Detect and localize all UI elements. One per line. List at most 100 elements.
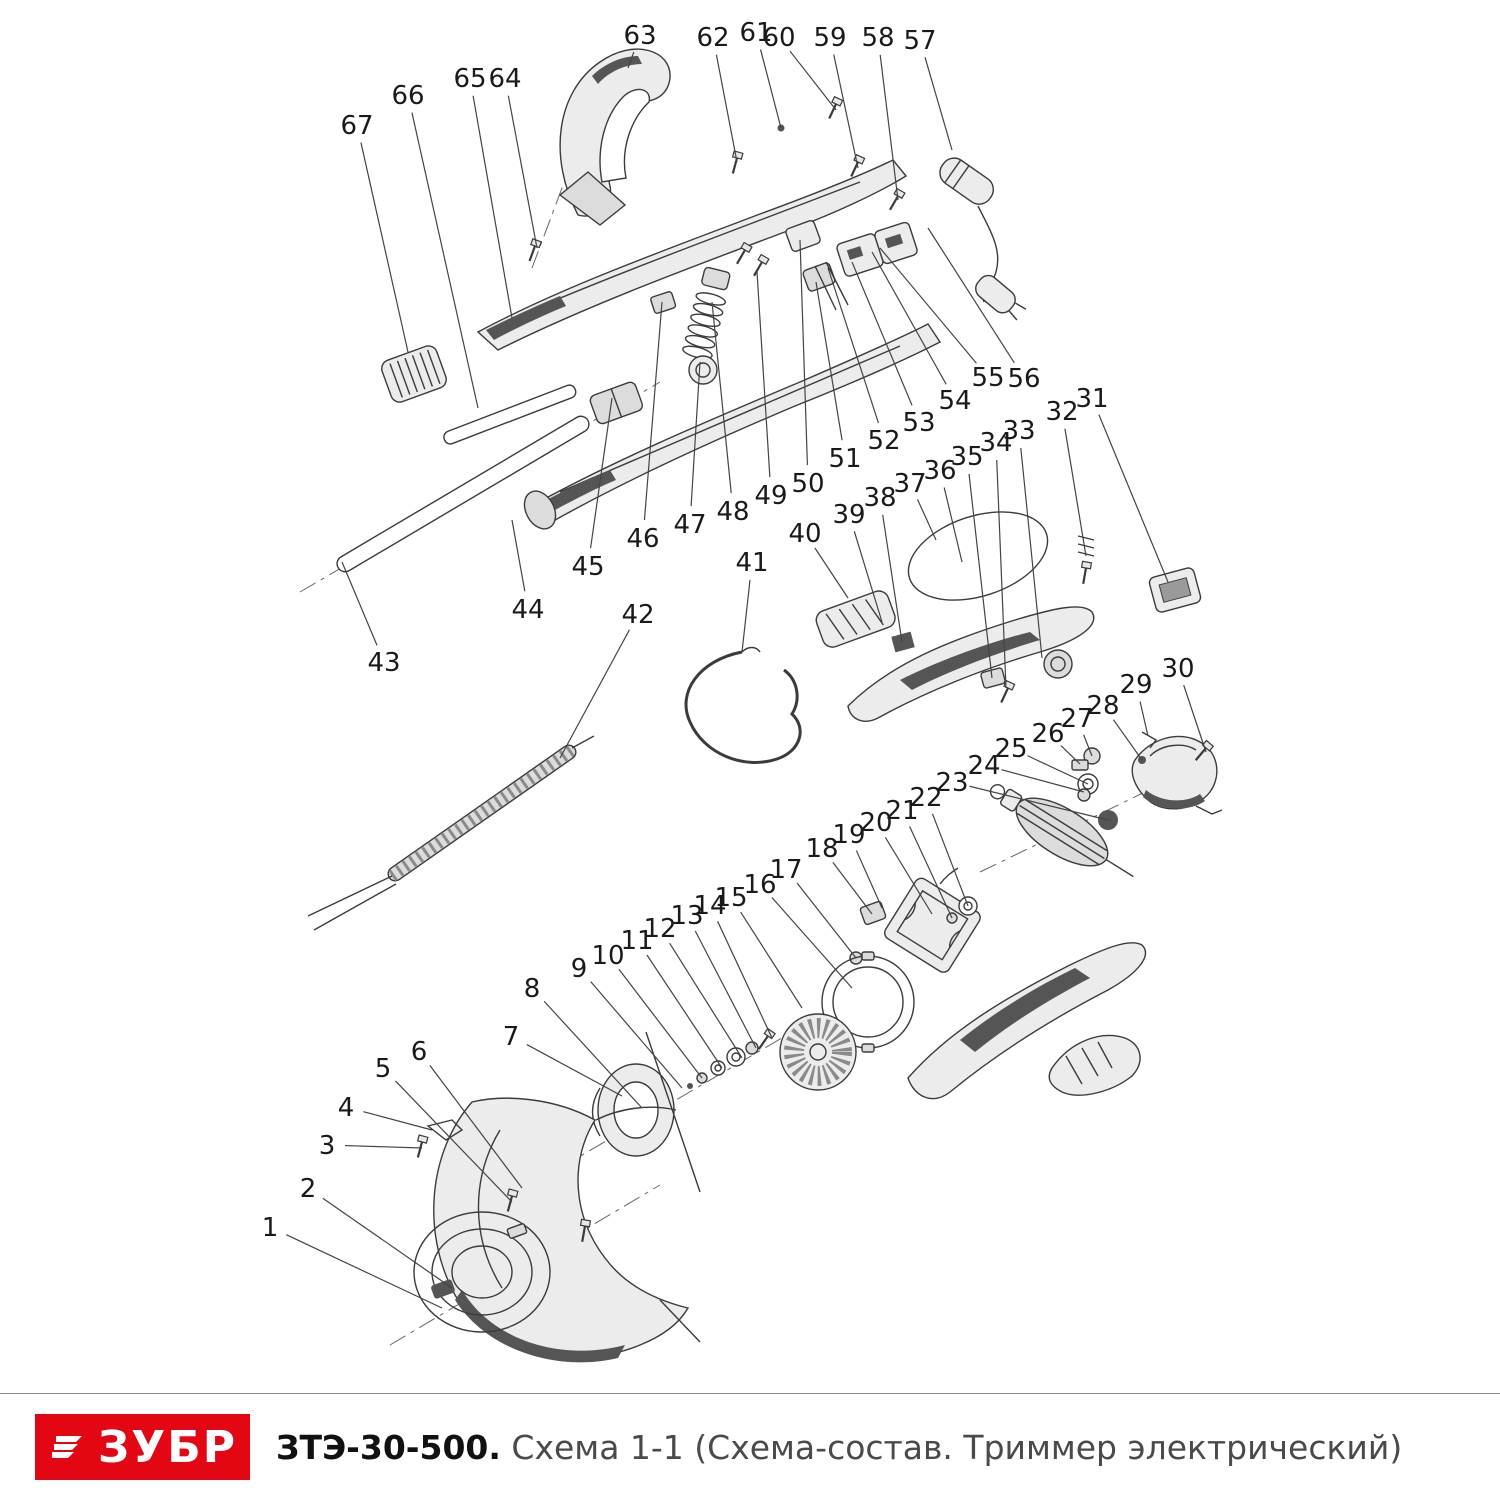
leader-line-57 [924, 57, 953, 151]
leader-line-50 [799, 239, 809, 466]
leader-line-39 [853, 531, 883, 623]
leader-line-41 [741, 579, 751, 653]
cable-loop [907, 511, 1049, 601]
callout-9: 9 [571, 954, 588, 984]
small-washers [687, 1027, 777, 1089]
callout-15: 15 [714, 883, 747, 913]
callout-58: 58 [861, 23, 894, 53]
fan-assembly [779, 951, 915, 1091]
shaft-tubes [336, 381, 644, 573]
callout-62: 62 [696, 23, 729, 53]
callout-53: 53 [902, 408, 935, 438]
leader-line-62 [715, 54, 738, 163]
leader-line-38 [882, 514, 903, 643]
leader-line-16 [771, 897, 853, 989]
deflector-cover [815, 590, 896, 648]
leader-line-42 [559, 629, 630, 759]
leader-line-64 [507, 95, 538, 249]
callout-32: 32 [1045, 397, 1078, 427]
leader-line-3 [344, 1144, 423, 1149]
leader-line-56 [927, 227, 1015, 364]
leader-line-26 [1060, 745, 1081, 765]
leader-line-47 [690, 361, 701, 507]
callout-31: 31 [1075, 384, 1108, 414]
callout-13: 13 [670, 901, 703, 931]
callout-11: 11 [620, 926, 653, 956]
callout-34: 34 [979, 428, 1012, 458]
leader-line-46 [643, 301, 663, 521]
callout-64: 64 [488, 64, 521, 94]
leader-line-4 [363, 1111, 433, 1131]
leader-line-48 [711, 301, 732, 494]
callout-30: 30 [1161, 654, 1194, 684]
callout-55: 55 [971, 363, 1004, 393]
leader-line-5 [395, 1080, 513, 1203]
power-cord-plug [939, 157, 1027, 321]
callout-49: 49 [754, 481, 787, 511]
leader-line-22 [931, 813, 969, 907]
callout-43: 43 [367, 648, 400, 678]
callout-35: 35 [950, 442, 983, 472]
flexible-drive-shaft [307, 735, 595, 931]
callout-12: 12 [643, 914, 676, 944]
diagram-caption: ЗТЭ-30-500. Схема 1-1 (Схема-состав. Три… [276, 1428, 1402, 1467]
callout-23: 23 [935, 768, 968, 798]
callout-51: 51 [828, 444, 861, 474]
callout-45: 45 [571, 552, 604, 582]
callout-56: 56 [1007, 364, 1040, 394]
callout-26: 26 [1031, 719, 1064, 749]
callout-20: 20 [859, 808, 892, 838]
leader-line-32 [1064, 428, 1087, 557]
leader-line-8 [543, 1000, 643, 1109]
callout-47: 47 [673, 510, 706, 540]
callout-10: 10 [591, 941, 624, 971]
leader-line-35 [968, 473, 993, 679]
motor-housing-lower [907, 942, 1147, 1100]
leader-line-13 [694, 930, 757, 1049]
callout-4: 4 [338, 1093, 355, 1123]
leader-line-19 [855, 850, 883, 909]
leader-line-28 [1112, 719, 1143, 761]
callout-25: 25 [994, 734, 1027, 764]
callout-37: 37 [893, 469, 926, 499]
leader-line-53 [851, 261, 913, 406]
callout-38: 38 [863, 483, 896, 513]
leader-line-49 [756, 271, 771, 478]
callout-19: 19 [832, 820, 865, 850]
leader-line-20 [884, 837, 933, 915]
model-number: ЗТЭ-30-500. [276, 1427, 501, 1467]
leader-line-24 [1001, 769, 1085, 793]
callout-29: 29 [1119, 670, 1152, 700]
adjustment-knob [381, 345, 447, 403]
leader-line-6 [429, 1065, 523, 1189]
loop-guard-wire [684, 646, 802, 764]
leader-line-12 [669, 942, 743, 1059]
armature [989, 784, 1134, 878]
callout-17: 17 [769, 855, 802, 885]
bottom-fasteners [412, 1119, 592, 1244]
callout-41: 41 [735, 548, 768, 578]
leader-line-51 [815, 281, 843, 441]
callout-42: 42 [621, 600, 654, 630]
switch-block [1077, 535, 1202, 613]
callout-8: 8 [524, 974, 541, 1004]
leader-line-55 [879, 247, 977, 364]
bearing-cup [591, 1031, 701, 1193]
zubr-logo: ЗУБР [35, 1414, 250, 1480]
callout-65: 65 [453, 64, 486, 94]
callout-1: 1 [262, 1213, 279, 1243]
leader-line-11 [646, 954, 723, 1069]
caption-text: Схема 1-1 (Схема-состав. Триммер электри… [511, 1427, 1403, 1467]
leader-line-65 [472, 95, 513, 319]
callout-46: 46 [626, 524, 659, 554]
leader-line-21 [909, 826, 953, 919]
callout-60: 60 [762, 23, 795, 53]
leader-line-33 [1020, 447, 1043, 659]
leader-line-58 [879, 54, 899, 201]
leader-line-63 [627, 51, 635, 69]
leader-line-43 [341, 561, 378, 646]
leader-line-15 [740, 911, 803, 1009]
motor-housing-upper [847, 606, 1095, 722]
